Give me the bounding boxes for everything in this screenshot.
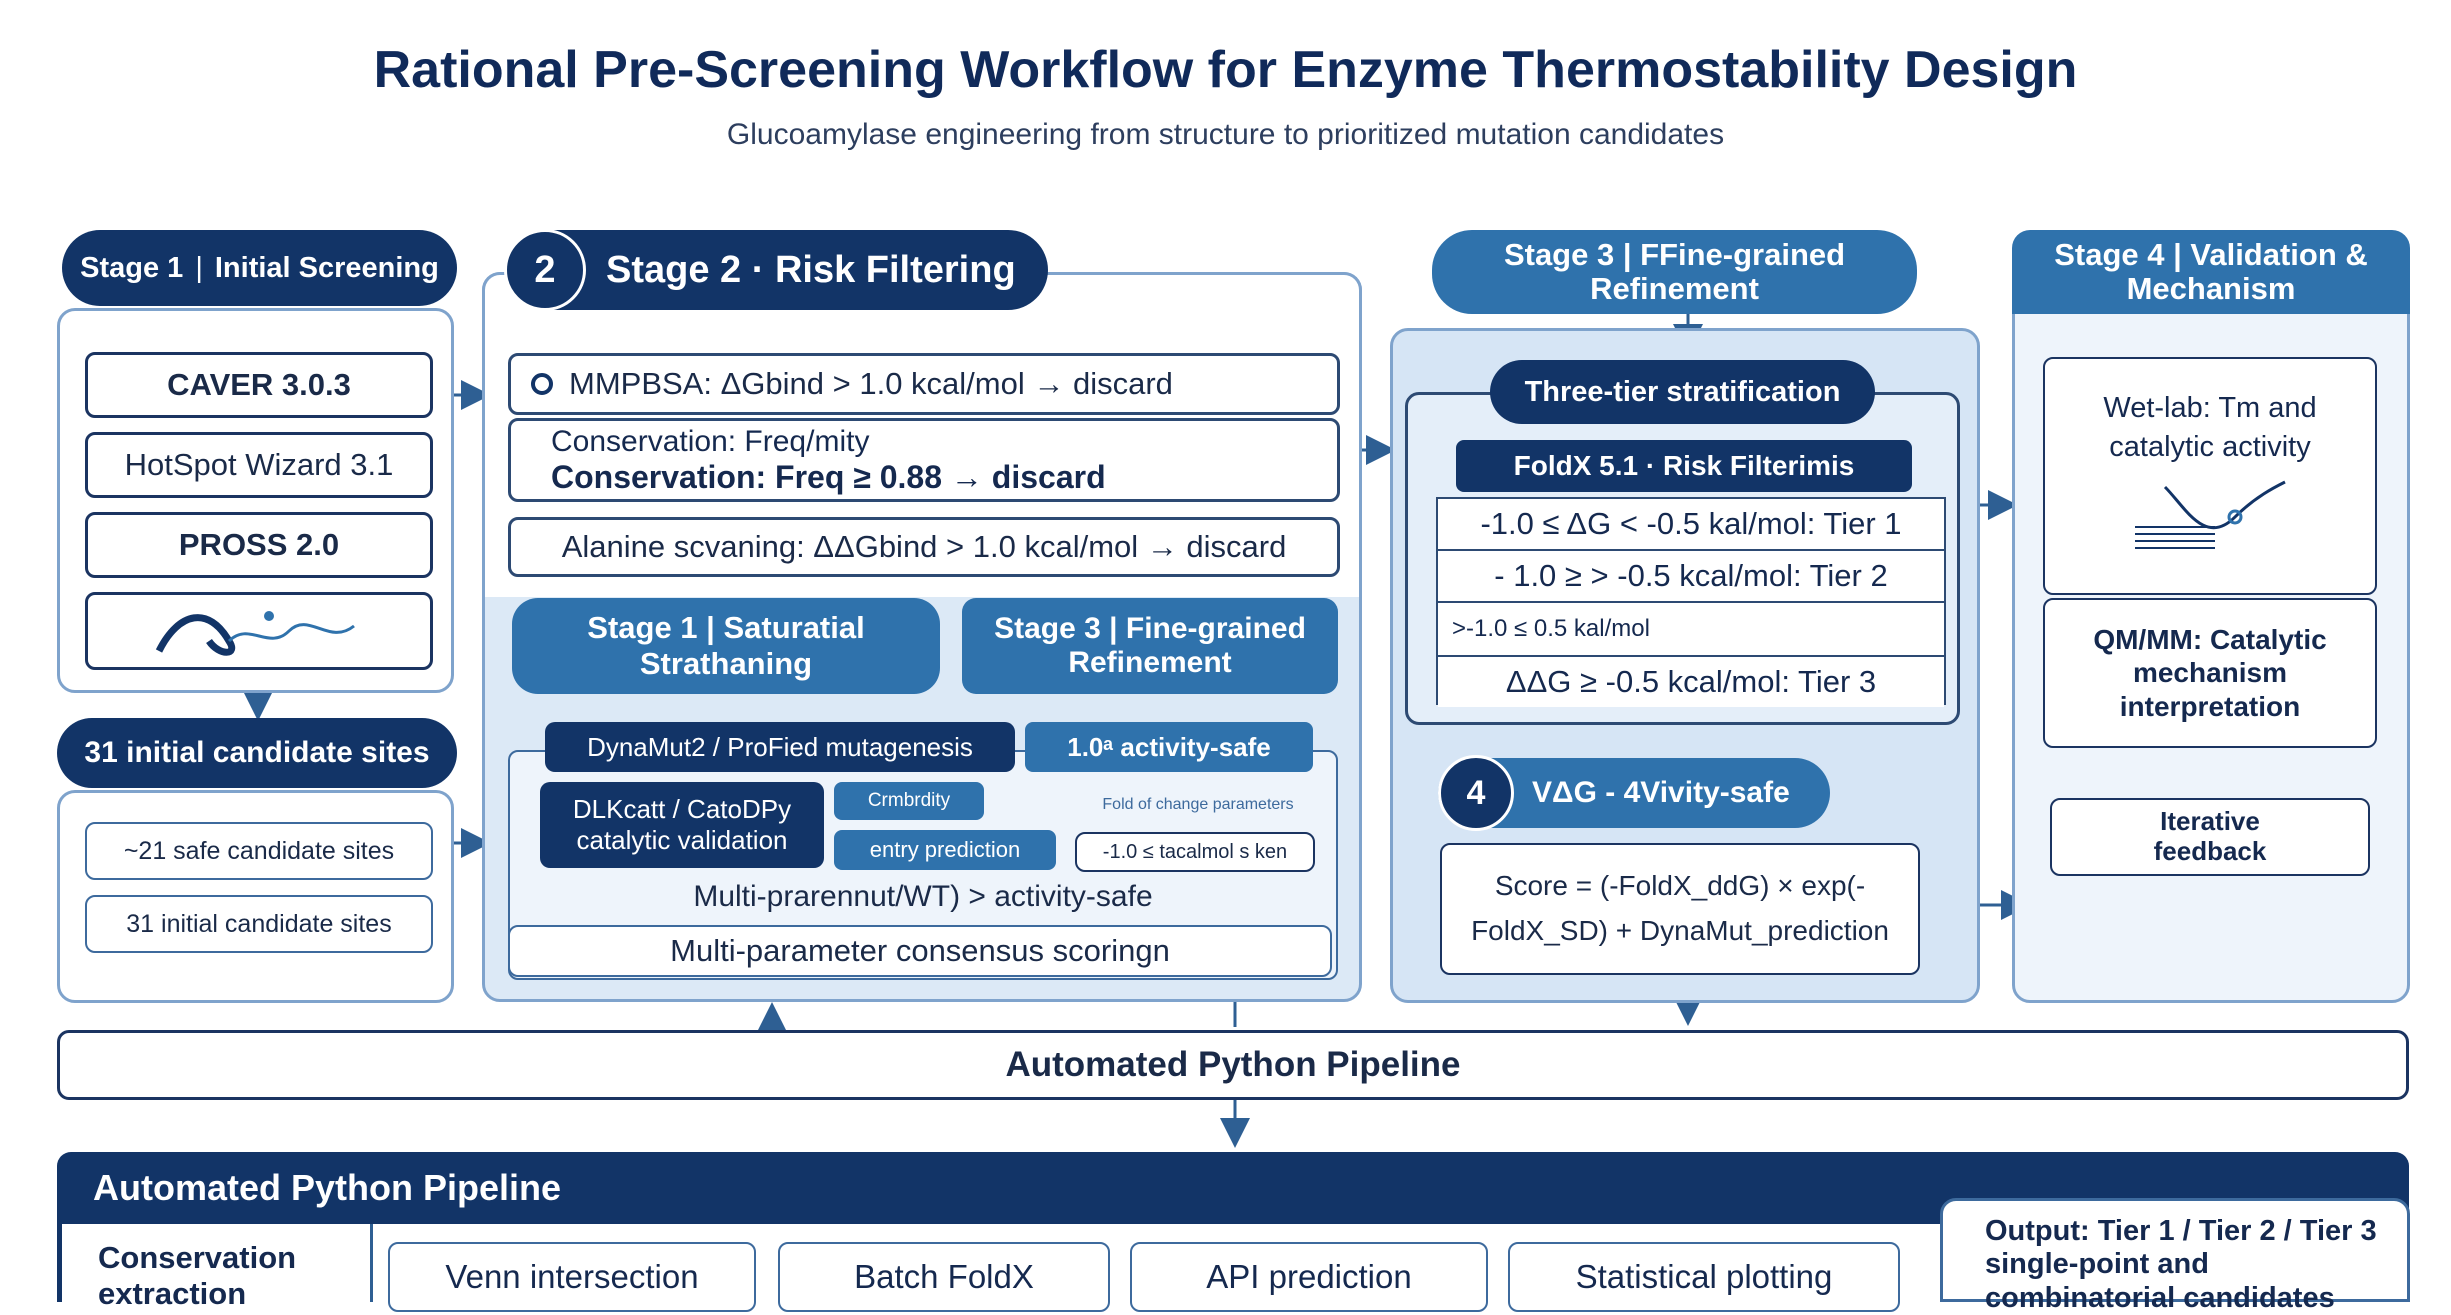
initial-sites-item: 31 initial candidate sites	[85, 895, 433, 953]
fold-change-value: -1.0 ≤ tacalmol s ken	[1075, 832, 1315, 872]
inner-stage3-tag: Stage 3 | Fine-grained Refinement	[962, 598, 1338, 694]
tool-pross: PROSS 2.0	[85, 512, 433, 578]
tier-row-3-text: >-1.0 ≤ 0.5 kal/mol	[1452, 615, 1650, 642]
protein-structure-image	[85, 592, 433, 670]
mmpbsa-text: MMPBSA: ΔGbind > 1.0 kcal/mol → discard	[569, 366, 1173, 401]
bullet-icon	[531, 373, 553, 395]
stage2-badge: 2	[504, 229, 586, 311]
mmpbsa-rule: MMPBSA: ΔGbind > 1.0 kcal/mol → discard	[508, 353, 1340, 415]
score-formula: Score = (-FoldX_ddG) × exp(- FoldX_SD) +…	[1440, 843, 1920, 975]
score-formula-line2: FoldX_SD) + DynaMut_prediction	[1471, 915, 1889, 946]
page-subtitle: Glucoamylase engineering from structure …	[726, 118, 1725, 151]
pipeline-bar: Automated Python Pipeline	[57, 1030, 2409, 1100]
wetlab-text: Wet-lab: Tm and catalytic activity	[2103, 392, 2317, 464]
chip-entry-prediction: entry prediction	[834, 830, 1056, 870]
alanine-scanning-rule: Alanine scvaning: ΔΔGbind > 1.0 kcal/mol…	[508, 517, 1340, 577]
stage3-tag: Stage 3 | FFine-grained Refinement	[1432, 230, 1917, 314]
inner-stage1-tag: Stage 1 | Saturatial Strathaning	[512, 598, 940, 694]
stage4-tag: Stage 4 | Validation & Mechanism	[2012, 230, 2410, 314]
iterative-feedback-box: Iterative feedback	[2050, 798, 2370, 876]
assay-curve-icon	[2135, 480, 2286, 550]
score-formula-line1: Score = (-FoldX_ddG) × exp(-	[1494, 870, 1866, 902]
score-tag-text: VΔG - 4Vivity-safe	[1532, 776, 1790, 809]
stage1-tag-name: Initial Screening	[214, 251, 439, 284]
tool-hotspot-wizard: HotSpot Wizard 3.1	[85, 432, 433, 498]
multi-ratio-text: Multi-prarennut/WT) > activity-safe	[693, 880, 1153, 913]
output-line3: combinatorial candidates	[1985, 1281, 2335, 1314]
tier-row-3: >-1.0 ≤ 0.5 kal/mol	[1438, 603, 1944, 657]
stage1-tag: Stage 1 | Initial Screening	[62, 230, 457, 306]
fold-change-note: Fold of change parameters	[1102, 796, 1294, 813]
output-box: Output: Tier 1 / Tier 2 / Tier 3 single-…	[1940, 1198, 2410, 1314]
wetlab-box: Wet-lab: Tm and catalytic activity	[2043, 357, 2377, 595]
protein-ribbon-icon	[155, 611, 355, 656]
safe-sites-item: ~21 safe candidate sites	[85, 822, 433, 880]
api-prediction: API prediction	[1130, 1242, 1488, 1312]
statistical-plotting: Statistical plotting	[1508, 1242, 1900, 1312]
inner-stage3-num: Stage 3	[994, 612, 1101, 645]
conservation-rule: Conservation: Freq/mity Conservation: Fr…	[508, 418, 1340, 502]
score-badge: 4	[1438, 755, 1514, 831]
inner-stage3-name: Fine-grained Refinement	[1068, 612, 1306, 679]
conservation-extraction: Conservation extraction	[98, 1240, 297, 1311]
qmmm-box: QM/MM: Catalytic mechanism interpretatio…	[2043, 598, 2377, 748]
tool-caver: CAVER 3.0.3	[85, 352, 433, 418]
output-line1: Output: Tier 1 / Tier 2 / Tier 3	[1985, 1215, 2377, 1247]
bottom-divider	[370, 1224, 373, 1302]
consensus-scoring: Multi-parameter consensus scoringn	[508, 925, 1332, 977]
tier-table: -1.0 ≤ ΔG < -0.5 kal/mol: Tier 1 - 1.0 ≥…	[1436, 497, 1946, 707]
score-tag: 4 VΔG - 4Vivity-safe	[1438, 755, 1830, 831]
inner-stage1-name: Saturatial Strathaning	[639, 610, 865, 681]
initial-sites-tag: 31 initial candidate sites	[57, 718, 457, 788]
foldx-tag: FoldX 5.1 · Risk Filterimis	[1456, 440, 1912, 492]
conservation-line-a: Conservation: Freq/mity	[551, 424, 870, 458]
venn-intersection: Venn intersection	[388, 1242, 756, 1312]
dlkcat-tag: DLKcatt / CatoDPy catalytic validation	[540, 782, 824, 868]
tier-row-2: - 1.0 ≥ > -0.5 kcal/mol: Tier 2	[1438, 551, 1944, 603]
dynamut-tag: DynaMut2 / ProFied mutagenesis	[545, 722, 1015, 772]
inner-stage1-num: Stage 1	[587, 610, 698, 646]
activity-safe-tag: 1.0ᵃ activity-safe	[1025, 722, 1313, 772]
bottom-header: Automated Python Pipeline	[93, 1167, 562, 1208]
stage2-tag: 2 Stage 2 · Risk Filtering	[504, 229, 1048, 311]
conservation-line-b: Conservation: Freq ≥ 0.88 → discard	[551, 458, 1106, 495]
tier-row-1: -1.0 ≤ ΔG < -0.5 kal/mol: Tier 1	[1438, 499, 1944, 551]
output-line2: single-point and	[1985, 1248, 2209, 1281]
stage2-title: Stage 2 · Risk Filtering	[606, 248, 1016, 291]
stratification-tag: Three-tier stratification	[1490, 360, 1875, 424]
chip-crmbrdity: Crmbrdity	[834, 782, 984, 820]
page-title: Rational Pre-Screening Workflow for Enzy…	[373, 41, 2078, 99]
stage1-tag-num: Stage 1	[80, 251, 184, 284]
tier-row-4: ΔΔG ≥ -0.5 kcal/mol: Tier 3	[1438, 657, 1944, 707]
